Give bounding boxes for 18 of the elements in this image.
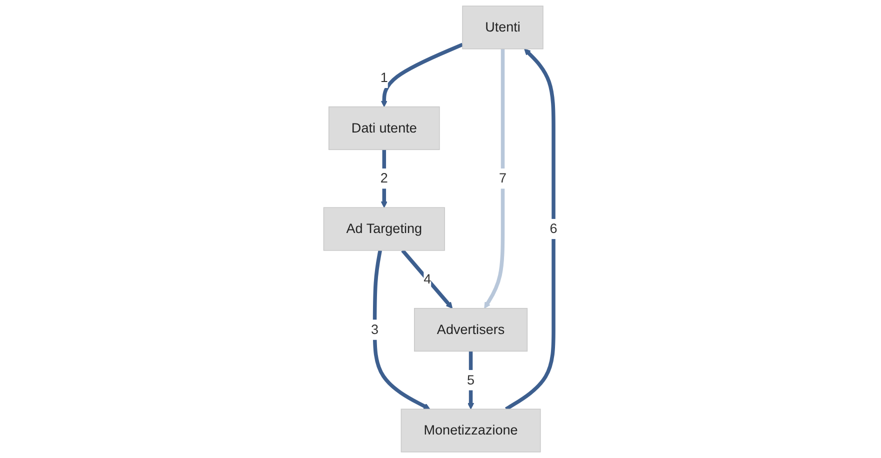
edge-label: 6 [550, 221, 558, 236]
edge-label: 5 [467, 372, 475, 388]
arrow [380, 42, 464, 108]
node-box: Monetizzazione [400, 408, 541, 452]
node-box: Ad Targeting [323, 207, 445, 251]
arrow [467, 351, 474, 410]
arrow [505, 48, 556, 411]
node-box: Advertisers [414, 308, 528, 352]
edge-label: 3 [370, 322, 379, 337]
node-box: Dati utente [328, 106, 440, 150]
node-box: Utenti [462, 6, 544, 50]
arrow [372, 250, 430, 410]
arrow [484, 48, 505, 309]
edge-label: 1 [380, 70, 388, 85]
edge-label: 2 [380, 170, 388, 186]
edge-label: 4 [424, 272, 432, 287]
edge-label: 7 [498, 170, 507, 186]
arrow [401, 249, 453, 309]
